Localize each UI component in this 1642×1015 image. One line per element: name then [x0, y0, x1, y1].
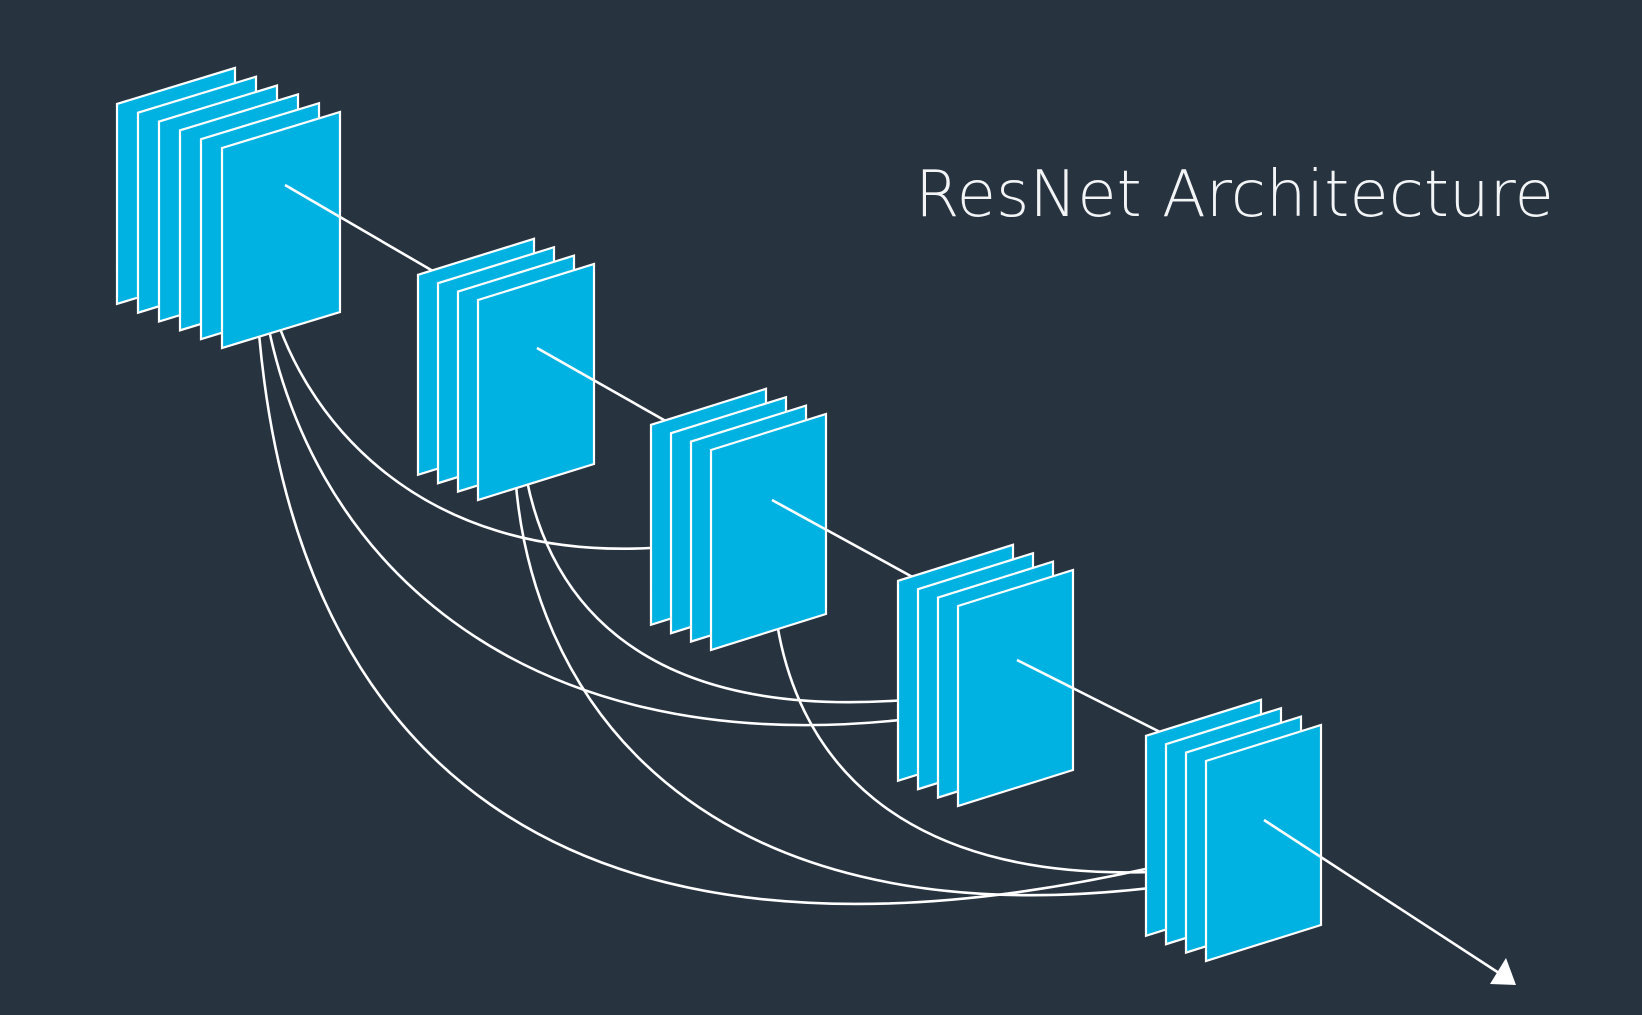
block-3-layer-4: [709, 412, 828, 652]
block-1: [115, 66, 342, 350]
skip-connection-block-2-to-block-5: [512, 449, 1151, 897]
layer-blocks: [115, 66, 1323, 963]
skip-connection-block-1-to-block-3: [266, 289, 651, 551]
block-4-forward-stub: [1016, 658, 1074, 690]
skip-connection-block-3-to-block-5: [772, 599, 1151, 874]
block-2-layer-4: [476, 262, 596, 502]
block-4: [896, 543, 1075, 808]
skip-connection-block-2-to-block-4: [520, 449, 906, 704]
block-3-forward-stub: [771, 498, 827, 531]
output-arrow-head-icon: [1490, 958, 1516, 985]
block-1-layer-6: [220, 110, 342, 350]
block-1-forward-stub: [284, 183, 341, 219]
diagram-title: ResNet Architecture: [915, 158, 1554, 232]
output-arrow: [1263, 818, 1516, 985]
block-3: [649, 387, 828, 652]
block-2-forward-stub: [536, 346, 595, 382]
skip-connection-block-1-to-block-4: [260, 289, 901, 727]
skip-connection-block-1-to-block-5: [254, 289, 1151, 906]
block-2: [416, 237, 596, 502]
output-arrow-line: [1263, 818, 1503, 977]
block-5-layer-4: [1204, 723, 1323, 963]
block-5: [1144, 698, 1323, 963]
block-4-layer-4: [956, 568, 1075, 808]
